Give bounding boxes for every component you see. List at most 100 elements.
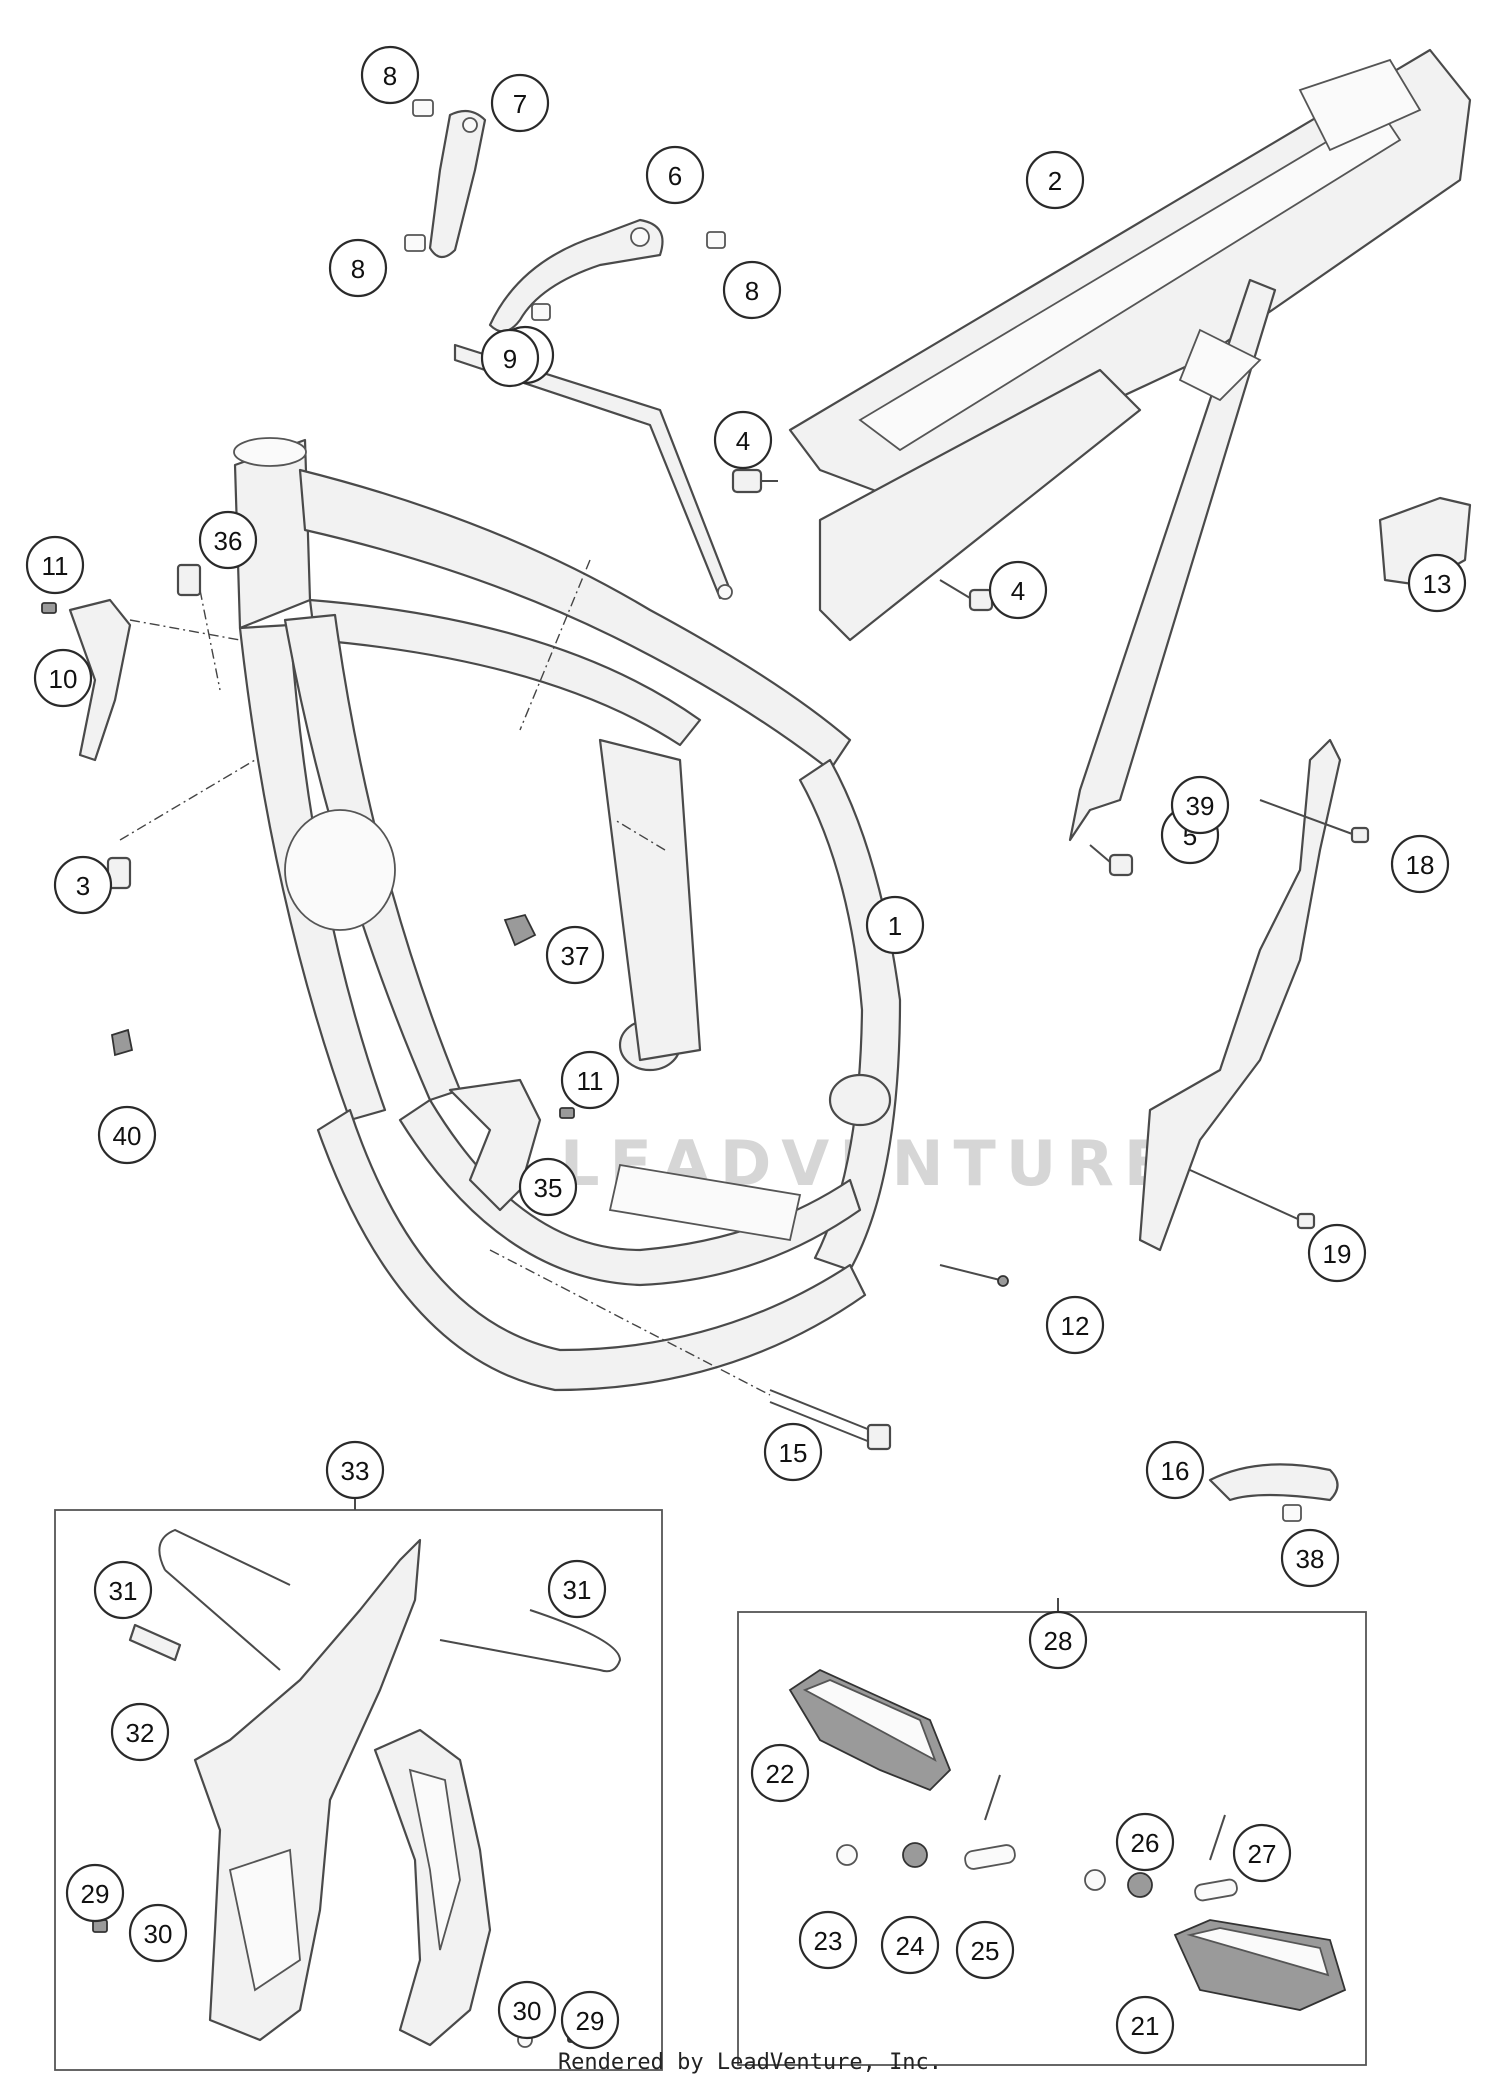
callout-c38[interactable]: 38 [1280,1528,1340,1588]
callout-c30b[interactable]: 30 [497,1980,557,2040]
callout-label: 33 [341,1456,370,1486]
callout-c12[interactable]: 12 [1045,1295,1105,1355]
callout-c31b[interactable]: 31 [547,1559,607,1619]
callout-c8a[interactable]: 8 [360,45,420,105]
callout-c4b[interactable]: 4 [988,560,1048,620]
callout-c21[interactable]: 21 [1115,1995,1175,2055]
bolts-8 [404,99,726,321]
guard-35 [448,1078,542,1212]
callout-c22[interactable]: 22 [750,1743,810,1803]
callout-circle [1280,1528,1340,1588]
callout-circle [518,1157,578,1217]
callout-circle [53,855,113,915]
callout-c10[interactable]: 10 [33,648,93,708]
callout-label: 4 [1011,576,1025,606]
callout-c27[interactable]: 27 [1232,1823,1292,1883]
callout-c40[interactable]: 40 [97,1105,157,1165]
callout-c7[interactable]: 7 [490,73,550,133]
callout-label: 25 [971,1936,1000,1966]
callout-label: 30 [144,1919,173,1949]
callout-label: 22 [766,1759,795,1789]
callout-c24[interactable]: 24 [880,1915,940,1975]
callout-c39[interactable]: 39 [1170,775,1230,835]
callout-c18[interactable]: 18 [1390,834,1450,894]
callout-circle [497,1980,557,2040]
clip-37 [503,913,537,947]
callout-c6[interactable]: 6 [645,145,705,205]
callout-label: 12 [1061,1311,1090,1341]
callout-label: 2 [1048,166,1062,196]
callout-circle [955,1920,1015,1980]
callout-c29a[interactable]: 29 [65,1863,125,1923]
washer-26 [1084,1869,1106,1891]
callout-c25[interactable]: 25 [955,1920,1015,1980]
callout-circle [65,1863,125,1923]
callout-c4a[interactable]: 4 [713,410,773,470]
bolt-4b [939,579,994,612]
frame-protector-left [193,1538,422,2042]
callout-circle [865,895,925,955]
callout-circle [360,45,420,105]
pin-25 [964,1844,1016,1870]
callout-circle [110,1702,170,1762]
callout-c36[interactable]: 36 [198,510,258,570]
callout-label: 4 [736,426,750,456]
callout-label: 3 [76,871,90,901]
callout-circle [25,535,85,595]
callout-c26[interactable]: 26 [1115,1812,1175,1872]
callout-label: 36 [214,526,243,556]
callout-circle [93,1560,153,1620]
callout-c35[interactable]: 35 [518,1157,578,1217]
callout-circle [560,1050,620,1110]
callout-c32[interactable]: 32 [110,1702,170,1762]
callout-circle [325,1440,385,1500]
callout-circle [722,260,782,320]
callout-c11a[interactable]: 11 [25,535,85,595]
callout-c9[interactable]: 9 [480,328,540,388]
callout-c2[interactable]: 2 [1025,150,1085,210]
spring-26 [1127,1872,1153,1898]
callout-c33[interactable]: 33 [325,1440,385,1500]
callout-label: 26 [1131,1828,1160,1858]
callout-circle [645,145,705,205]
callout-circle [328,238,388,298]
bolt-19 [1189,1169,1316,1230]
chain-slider-16 [1208,1463,1339,1502]
split-pin-27b [984,1774,1001,1821]
callout-circle [1232,1823,1292,1883]
callout-c3[interactable]: 3 [53,855,113,915]
callout-c31a[interactable]: 31 [93,1560,153,1620]
callout-label: 28 [1044,1626,1073,1656]
main-frame-part [233,437,902,1392]
callout-label: 30 [513,1996,542,2026]
callout-label: 11 [42,551,69,581]
callout-label: 8 [351,254,365,284]
callout-c37[interactable]: 37 [545,925,605,985]
callout-label: 1 [888,911,902,941]
callout-c16[interactable]: 16 [1145,1440,1205,1500]
callout-label: 40 [113,1121,142,1151]
callout-circle [490,73,550,133]
callout-c1[interactable]: 1 [865,895,925,955]
callout-c11b[interactable]: 11 [560,1050,620,1110]
callout-c30a[interactable]: 30 [128,1903,188,1963]
screw-38 [1282,1504,1302,1522]
callout-label: 8 [745,276,759,306]
pin-25b [1194,1878,1238,1902]
callout-label: 21 [1131,2011,1160,2041]
callout-c29b[interactable]: 29 [560,1990,620,2050]
callout-circle [1025,150,1085,210]
callout-c23[interactable]: 23 [798,1910,858,1970]
callout-c28[interactable]: 28 [1028,1610,1088,1670]
frame-protector-right [373,1728,492,2047]
callout-c13[interactable]: 13 [1407,553,1467,613]
callout-label: 39 [1186,791,1215,821]
callout-label: 29 [81,1879,110,1909]
callout-c19[interactable]: 19 [1307,1223,1367,1283]
callout-circle [1390,834,1450,894]
callout-circle [547,1559,607,1619]
callout-c8c[interactable]: 8 [722,260,782,320]
callout-c8b[interactable]: 8 [328,238,388,298]
callout-circle [880,1915,940,1975]
callout-c15[interactable]: 15 [763,1422,823,1482]
